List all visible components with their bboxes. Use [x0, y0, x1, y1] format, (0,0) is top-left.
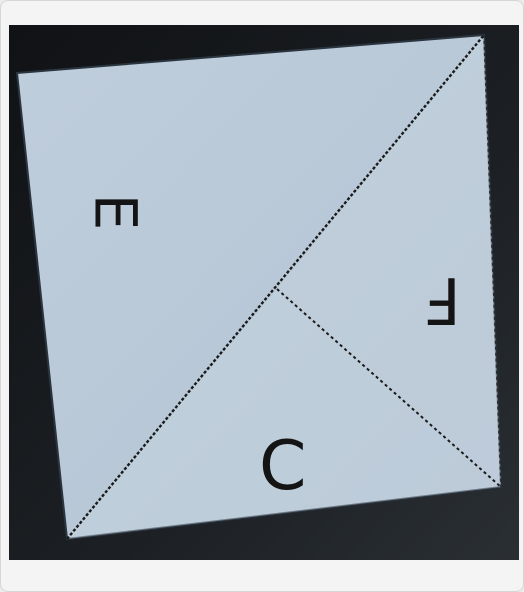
photo-paper-net: E F C: [9, 25, 519, 560]
label-f: F: [424, 267, 461, 331]
label-c: C: [259, 433, 306, 501]
label-e: E: [86, 194, 144, 231]
